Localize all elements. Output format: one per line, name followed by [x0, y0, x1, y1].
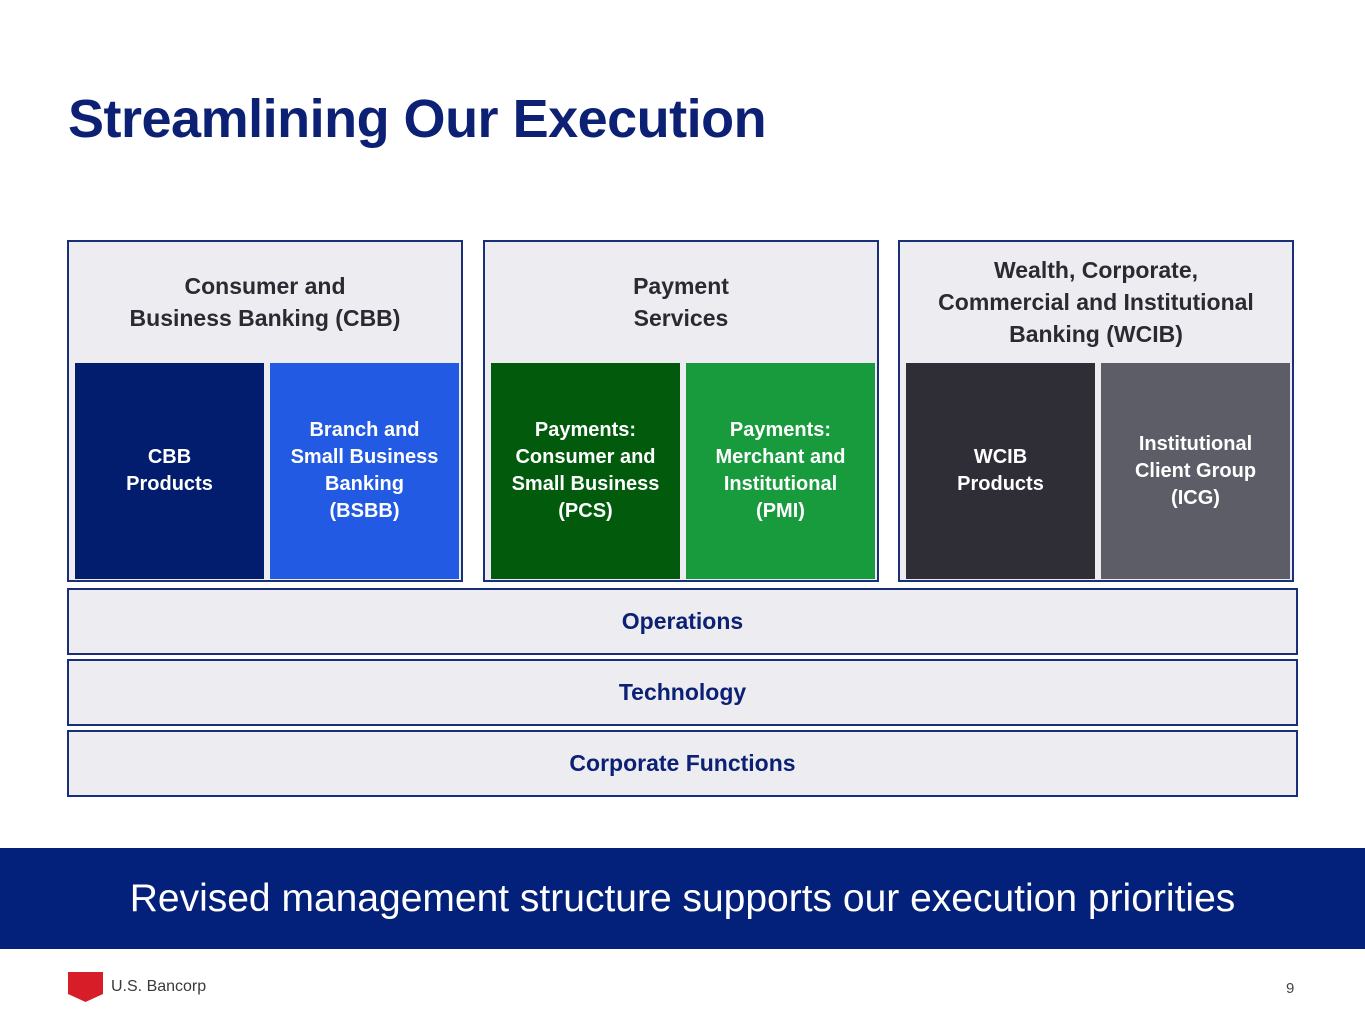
group-payment-services: Payment Services Payments: Consumer and … — [483, 240, 879, 582]
unit-icg: Institutional Client Group (ICG) — [1101, 363, 1290, 579]
brand-name: U.S. Bancorp — [111, 978, 207, 995]
shield-logo-icon — [68, 972, 103, 1002]
company-logo: U.S. Bancorp — [68, 972, 206, 1002]
unit-pmi: Payments: Merchant and Institutional (PM… — [686, 363, 875, 579]
group-consumer-business-banking: Consumer and Business Banking (CBB) CBB … — [67, 240, 463, 582]
bar-corporate-functions: Corporate Functions — [67, 730, 1298, 797]
group-title: Wealth, Corporate, Commercial and Instit… — [938, 257, 1254, 347]
banner-text: Revised management structure supports ou… — [129, 876, 1236, 920]
unit-cbb-products: CBB Products — [75, 363, 264, 579]
group-wcib: Wealth, Corporate, Commercial and Instit… — [898, 240, 1294, 582]
unit-pcs: Payments: Consumer and Small Business (P… — [491, 363, 680, 579]
unit-wcib-products: WCIB Products — [906, 363, 1095, 579]
group-title: Payment Services — [633, 273, 729, 331]
bar-operations: Operations — [67, 588, 1298, 655]
group-title: Consumer and Business Banking (CBB) — [129, 273, 401, 331]
unit-bsbb: Branch and Small Business Banking (BSBB) — [270, 363, 459, 579]
key-message-banner: Revised management structure supports ou… — [0, 848, 1365, 949]
page-number: 9 — [1286, 980, 1295, 997]
slide-title: Streamlining Our Execution — [68, 89, 767, 149]
bar-technology: Technology — [67, 659, 1298, 726]
